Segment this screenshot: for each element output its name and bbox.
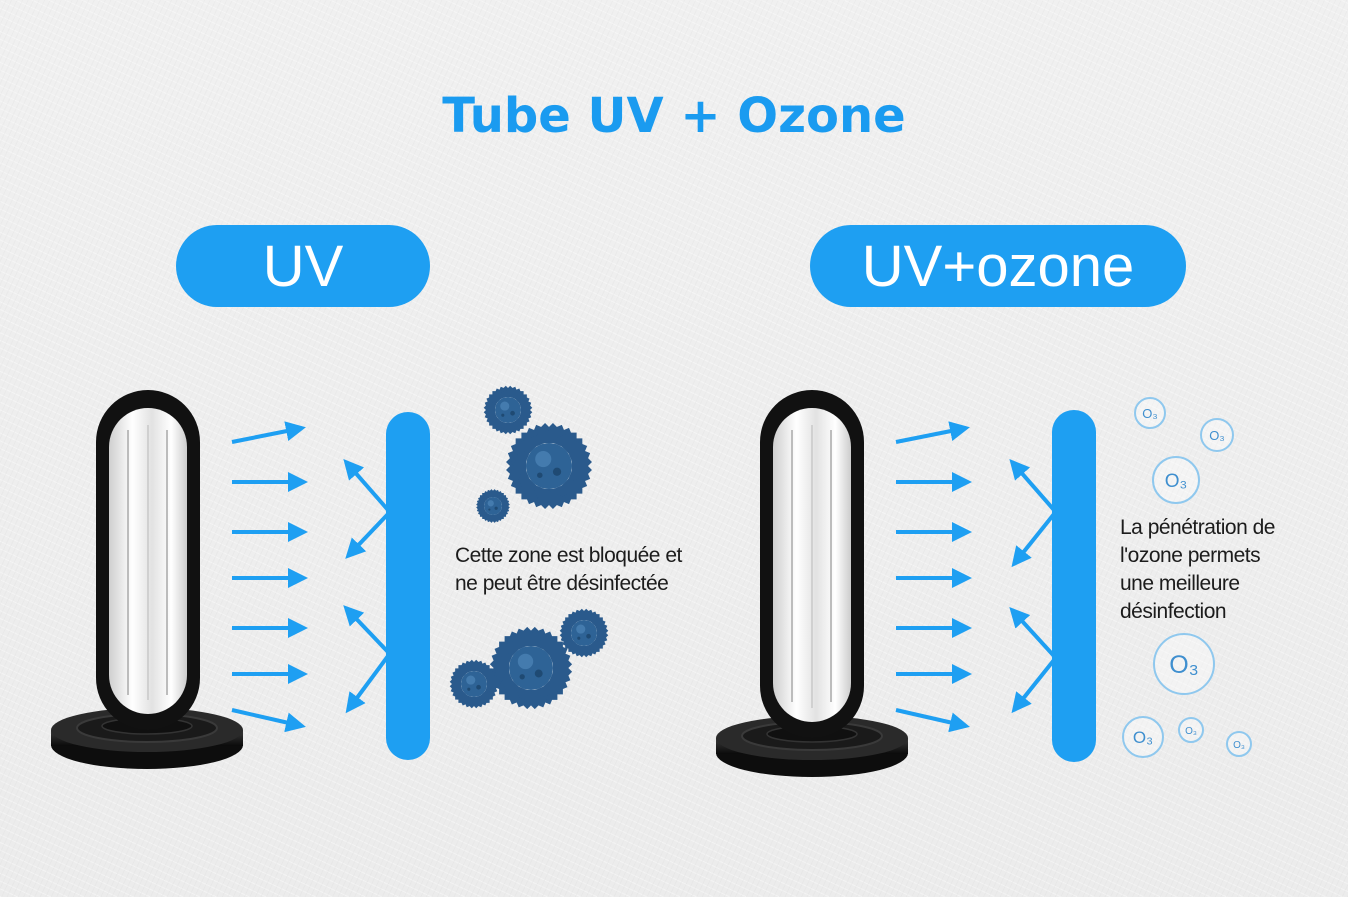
ozone-symbol: O₃ [1185,726,1197,737]
arrow-icon [895,708,970,733]
page-title: Tube UV + Ozone [442,88,906,144]
ozone-molecule-icon: O₃ [1153,633,1215,695]
ozone-molecule-icon: O₃ [1152,456,1200,504]
uv-label: UV [262,233,344,299]
virus-icon [489,391,527,429]
uv-lamp-icon [51,390,243,769]
caption-line: Cette zone est bloquée et [455,544,682,567]
virus-icon [565,614,603,652]
uv-rays-left [231,421,308,733]
virus-icon [455,665,493,703]
ozone-penetration-caption: La pénétration de l'ozone permets une me… [1120,514,1320,626]
caption-line: l'ozone permets [1120,544,1261,567]
ozone-molecule-icon: O₃ [1134,397,1166,429]
virus-icon [516,433,583,500]
uv-ozone-label-pill: UV+ozone [810,225,1186,307]
ozone-symbol: O₃ [1142,406,1157,421]
ozone-symbol: O₃ [1169,651,1199,679]
reflected-rays-right [1009,458,1056,714]
barrier-icon [386,412,430,760]
caption-line: une meilleure [1120,572,1240,595]
uv-label-pill: UV [176,225,430,307]
ozone-molecule-icon: O₃ [1122,716,1164,758]
arrow-icon [895,421,970,444]
virus-icon [499,636,563,700]
ozone-symbol: O₃ [1133,728,1153,747]
virus-icon [480,493,506,519]
ozone-molecule-icon: O₃ [1178,717,1204,743]
arrow-icon [231,708,306,733]
uv-ozone-label: UV+ozone [861,233,1135,299]
blocked-zone-caption: Cette zone est bloquée et ne peut être d… [455,542,745,598]
ozone-symbol: O₃ [1165,471,1188,492]
ozone-symbol: O₃ [1233,740,1245,751]
reflected-rays-left [343,458,390,714]
caption-line: La pénétration de [1120,516,1275,539]
caption-line: désinfection [1120,600,1227,623]
ozone-molecule-icon: O₃ [1200,418,1234,452]
barrier-icon [1052,410,1096,762]
ozone-symbol: O₃ [1209,428,1224,443]
arrow-icon [231,421,306,444]
uv-rays-right [895,421,972,733]
uv-ozone-lamp-icon [716,390,908,777]
ozone-molecule-icon: O₃ [1226,731,1252,757]
caption-line: ne peut être désinfectée [455,572,669,595]
ozone-cluster: O₃ O₃ O₃ O₃ O₃ O₃ O₃ [1122,397,1252,758]
